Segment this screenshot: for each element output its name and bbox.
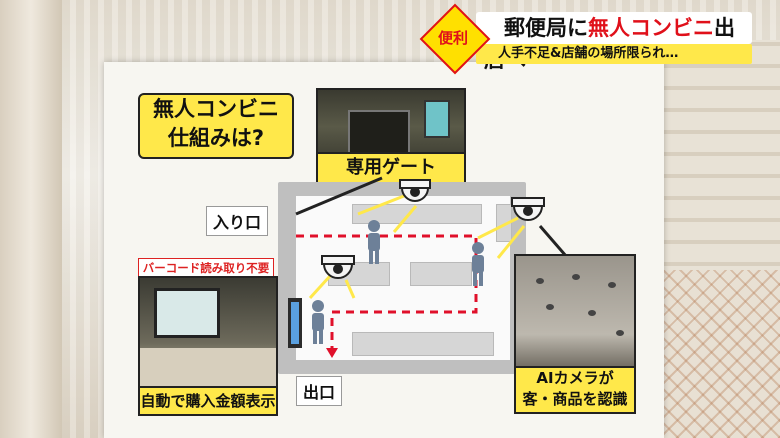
headline-banner: 郵便局に無人コンビニ出店へ [476, 12, 752, 72]
board-title-line1: 無人コンビニ [153, 97, 279, 121]
ceiling-camera-icon [616, 330, 624, 336]
gate-caption: 専用ゲート [316, 152, 466, 184]
camera-caption-line2: 客・商品を認識 [522, 390, 628, 408]
subheadline-banner: 人手不足&店舗の場所限られ… [476, 44, 752, 64]
board-title: 無人コンビニ 仕組みは? [138, 93, 294, 159]
ceiling-camera-icon [608, 282, 616, 288]
headline-part: 郵便局に [504, 16, 588, 40]
register-photo [138, 276, 278, 388]
shelf-block [352, 204, 482, 224]
camera-caption-line1: AIカメラが [536, 369, 614, 387]
category-badge-label: 便利 [437, 29, 468, 47]
board-title-line2: 仕組みは? [167, 126, 265, 150]
register-caption: 自動で購入金額表示 [138, 386, 278, 416]
exit-label: 出口 [296, 376, 343, 406]
register-monitor [154, 288, 220, 338]
gate-screen [424, 100, 450, 138]
register-desk [140, 348, 276, 386]
background-net [660, 270, 780, 438]
shelf-block [496, 204, 512, 242]
shelf-block [328, 262, 390, 286]
ceiling-camera-icon [546, 304, 554, 310]
ceiling-camera-icon [588, 310, 596, 316]
camera-caption: AIカメラが 客・商品を認識 [514, 366, 636, 414]
ceiling-camera-photo [514, 254, 636, 370]
ceiling-camera-icon [572, 274, 580, 280]
gate-bar [288, 298, 302, 348]
ceiling-camera-icon [536, 278, 544, 284]
register-counter [352, 332, 494, 356]
background-pillar [0, 0, 62, 438]
headline-highlight: 無人コンビニ [588, 16, 714, 40]
entrance-label: 入り口 [206, 206, 269, 236]
barcode-tag: バーコード読み取り不要 [138, 258, 274, 278]
shelf-block [410, 262, 472, 286]
